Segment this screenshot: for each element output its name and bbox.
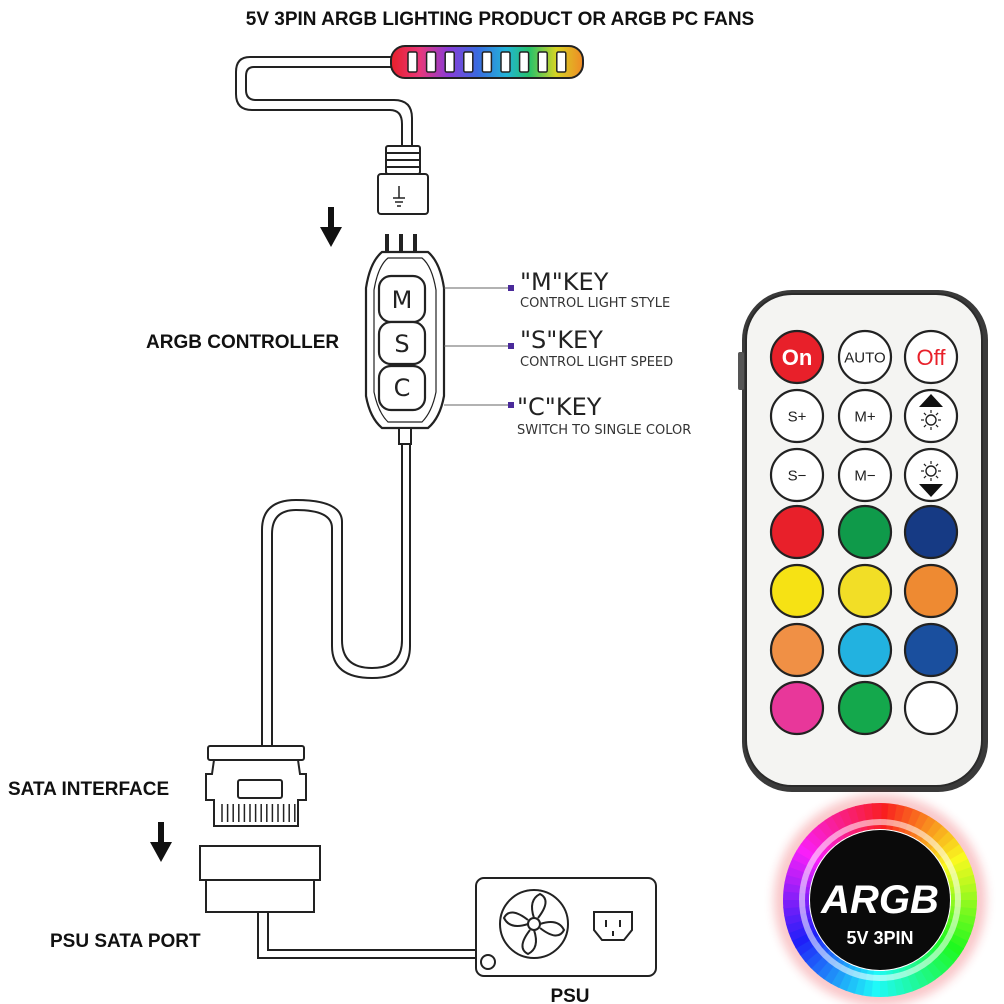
power-socket-icon	[593, 911, 633, 941]
remote-speed-down-button-label: S−	[788, 467, 807, 484]
fan-icon	[499, 889, 569, 959]
button-c-label: C	[394, 374, 411, 402]
controller-label: ARGB CONTROLLER	[146, 332, 339, 353]
psu-cable	[257, 912, 484, 959]
remote-speed-up-button-label: S+	[788, 408, 807, 425]
remote-color-button[interactable]	[837, 504, 893, 560]
remote-color-button[interactable]	[903, 622, 959, 678]
strip-led	[407, 51, 418, 73]
remote-color-button[interactable]	[837, 680, 893, 736]
strip-led	[481, 51, 493, 73]
remote-on-button[interactable]: On	[769, 329, 825, 385]
strip-led	[463, 51, 474, 73]
badge-ring-highlight	[799, 819, 961, 981]
c-key-title: "C"KEY	[517, 393, 602, 421]
remote-off-button-label: Off	[917, 345, 947, 370]
controller-button-m[interactable]: M	[377, 274, 427, 324]
sata-connector	[205, 745, 307, 827]
m-key-title: "M"KEY	[520, 268, 609, 296]
remote-mode-next-button-label: M+	[854, 408, 875, 425]
button-s-label: S	[394, 330, 409, 358]
psu-sata-port	[199, 845, 321, 913]
diagram-title: 5V 3PIN ARGB LIGHTING PRODUCT OR ARGB PC…	[246, 9, 754, 30]
strip-led	[518, 51, 530, 73]
remote-brightness-up-button[interactable]	[903, 388, 959, 444]
strip-cable	[235, 56, 413, 146]
remote-mode-prev-button[interactable]: M−	[837, 447, 893, 503]
brightness-down-icon	[919, 461, 943, 497]
remote-auto-button[interactable]: AUTO	[837, 329, 893, 385]
leader-dots	[508, 285, 514, 408]
sata-pins	[221, 804, 296, 822]
psu-sata-port-label: PSU SATA PORT	[50, 931, 201, 952]
remote-color-button[interactable]	[837, 622, 893, 678]
argb-badge: ARGB 5V 3PIN	[774, 794, 986, 1004]
badge-subtitle: 5V 3PIN	[846, 928, 913, 948]
strip-leds	[407, 51, 567, 73]
remote-on-button-label: On	[782, 345, 813, 370]
c-key-desc: SWITCH TO SINGLE COLOR	[517, 423, 691, 438]
remote-color-button[interactable]	[837, 563, 893, 619]
remote-color-button[interactable]	[769, 563, 825, 619]
psu-box	[475, 877, 657, 977]
remote-color-button[interactable]	[903, 680, 959, 736]
remote-brightness-down-button[interactable]	[903, 447, 959, 503]
controller-pins	[385, 234, 417, 254]
controller-button-c[interactable]: C	[377, 364, 427, 412]
strip-led	[500, 51, 511, 73]
remote-auto-button-label: AUTO	[844, 349, 885, 366]
strip-led	[537, 51, 548, 73]
key-leader-lines	[444, 287, 510, 406]
remote-color-button[interactable]	[769, 504, 825, 560]
strip-led	[556, 51, 567, 73]
remote-color-button[interactable]	[769, 622, 825, 678]
strip-led	[425, 51, 437, 73]
remote-color-button[interactable]	[769, 680, 825, 736]
remote-speed-down-button[interactable]: S−	[769, 447, 825, 503]
down-arrow-icon	[150, 822, 172, 862]
remote-mode-prev-button-label: M−	[854, 467, 875, 484]
controller-button-s[interactable]: S	[377, 320, 427, 366]
rgb-light-strip	[390, 45, 584, 79]
remote-color-button[interactable]	[903, 563, 959, 619]
sata-cable	[261, 444, 411, 746]
brightness-up-icon	[919, 394, 943, 430]
sata-interface-label: SATA INTERFACE	[8, 779, 169, 800]
down-arrow-icon	[320, 207, 342, 247]
badge-ring	[783, 803, 977, 997]
strip-connector	[377, 145, 429, 215]
strip-led	[444, 51, 455, 73]
s-key-title: "S"KEY	[520, 326, 603, 354]
m-key-desc: CONTROL LIGHT STYLE	[520, 296, 670, 311]
badge-title: ARGB	[820, 878, 939, 922]
remote-color-button[interactable]	[903, 504, 959, 560]
button-m-label: M	[392, 286, 413, 314]
psu-label: PSU	[550, 986, 589, 1004]
remote-speed-up-button[interactable]: S+	[769, 388, 825, 444]
remote-off-button[interactable]: Off	[903, 329, 959, 385]
s-key-desc: CONTROL LIGHT SPEED	[520, 355, 673, 370]
remote-mode-next-button[interactable]: M+	[837, 388, 893, 444]
